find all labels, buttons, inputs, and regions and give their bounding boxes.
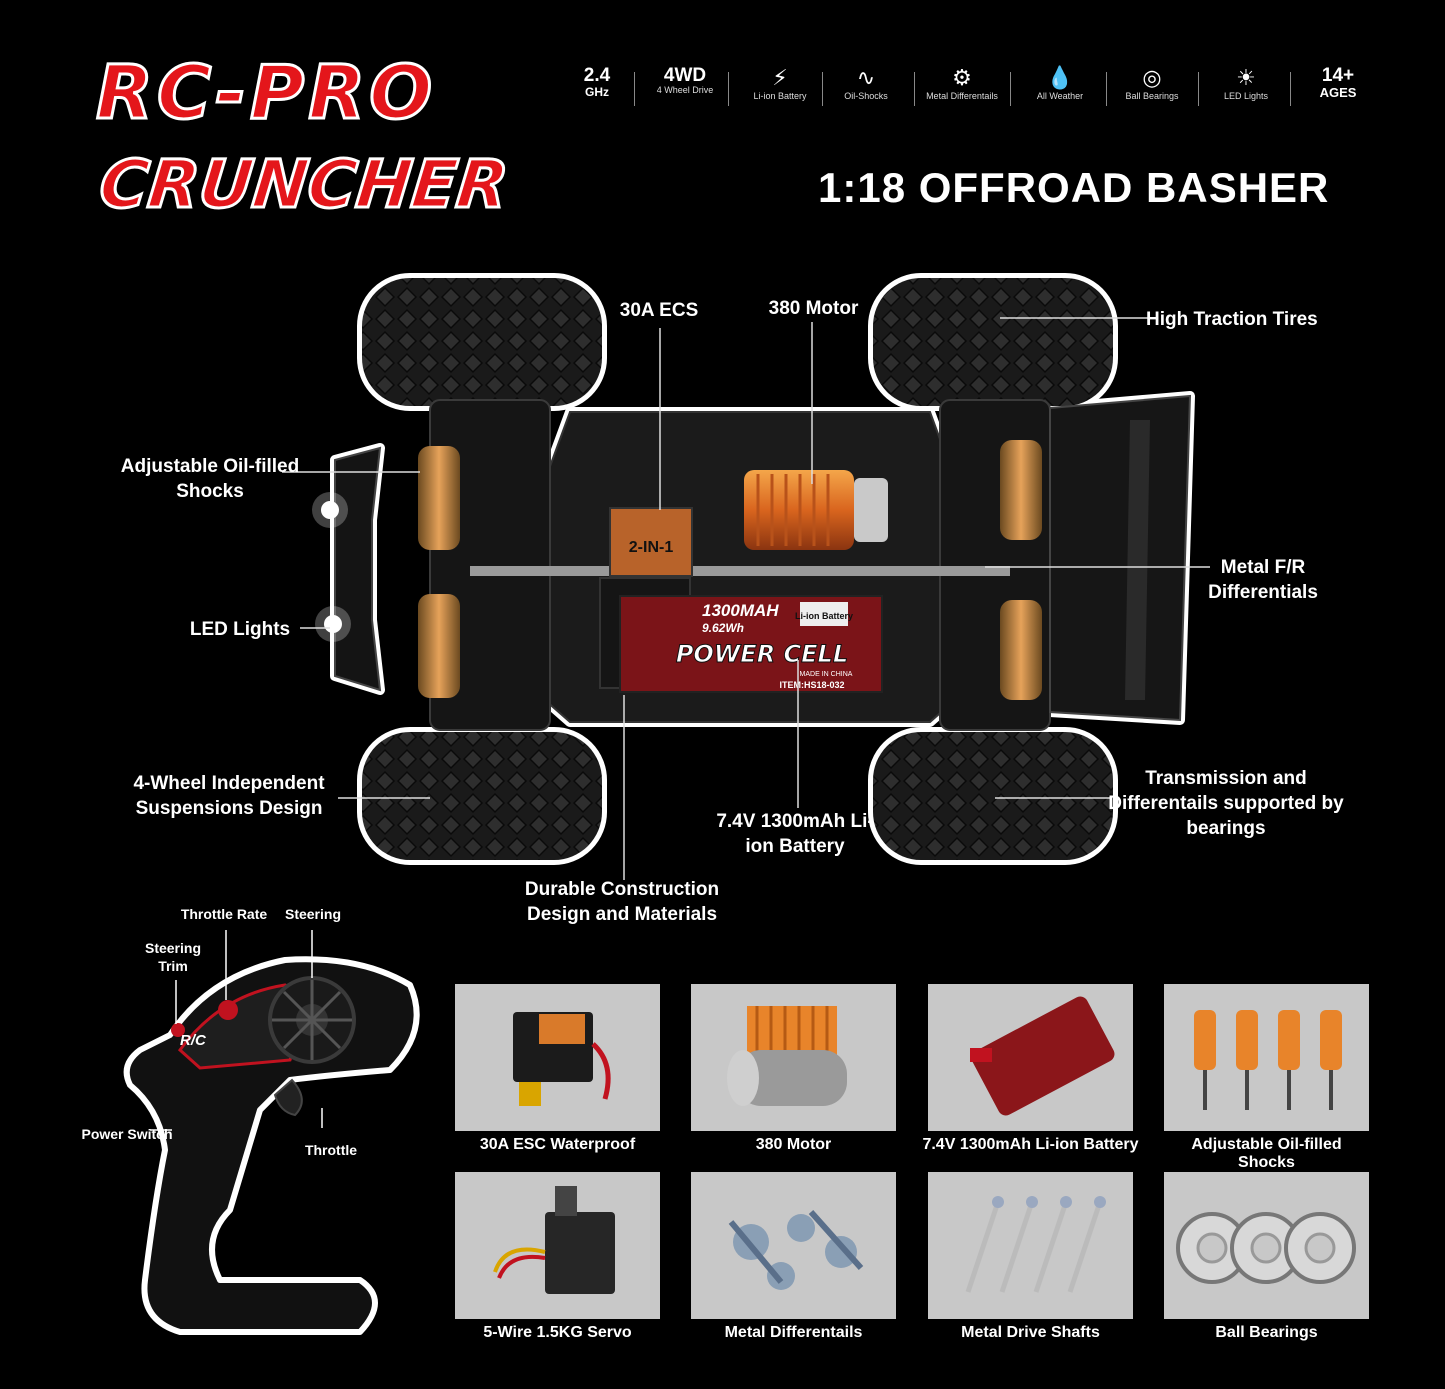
divider: [822, 72, 823, 106]
battery-made: MADE IN CHINA: [800, 671, 853, 678]
shock-rear-bottom: [1000, 600, 1042, 700]
led-light-top: [321, 501, 339, 519]
callout-transmission: Transmission and Differentails supported…: [1108, 768, 1344, 840]
part-card-motor: [691, 984, 896, 1131]
bulb-icon: ☀: [1236, 65, 1256, 90]
callout-construction: Durable Construction Design and Material…: [524, 879, 720, 926]
part-caption-battery: 7.4V 1300mAh Li-ion Battery: [922, 1136, 1139, 1153]
callout-battery: 7.4V 1300mAh Li-ion Battery: [716, 811, 874, 858]
callout-motor: 380 Motor: [768, 298, 859, 319]
callout-shocks: Adjustable Oil-filled Shocks: [120, 456, 300, 503]
feature-oil-shocks: ∿Oil-Shocks: [826, 66, 906, 101]
feature-ages: 14+AGES: [1319, 65, 1357, 100]
label-steering: Steering: [284, 906, 341, 922]
part-card-bearings: [1164, 1172, 1369, 1319]
steering-trim-knob: [171, 1023, 185, 1037]
battery-item: ITEM:HS18-032: [779, 680, 844, 690]
motor-image: [727, 1006, 847, 1106]
gear-icon: ⚙: [952, 65, 972, 90]
part-card-esc: [455, 984, 660, 1131]
part-card-battery: [928, 984, 1133, 1131]
bearings-image: [1176, 1212, 1356, 1284]
shock-front-top: [418, 446, 460, 550]
esc-image: [513, 1012, 611, 1106]
part-card-shocks: [1164, 984, 1369, 1131]
part-card-drive-shafts: [928, 1172, 1133, 1319]
divider: [1198, 72, 1199, 106]
battery-icon: ⚡: [772, 65, 788, 90]
battery-brand: POWER CELL: [676, 640, 848, 668]
rear-wing: [1049, 394, 1192, 722]
battery-capacity: 1300MAH: [702, 601, 779, 620]
transmitter-illustration: R/C: [123, 930, 420, 1335]
shock-rear-top: [1000, 440, 1042, 540]
divider: [1010, 72, 1011, 106]
part-caption-bearings: Ball Bearings: [1215, 1324, 1318, 1341]
divider: [634, 72, 635, 106]
part-caption-esc: 30A ESC Waterproof: [479, 1136, 636, 1153]
water-drop-icon: 💧: [1046, 65, 1074, 90]
callout-led: LED Lights: [189, 619, 291, 640]
brand-logo-line1: RC-PRO: [94, 50, 437, 136]
feature-all-weather: 💧All Weather: [1020, 66, 1100, 101]
throttle-rate-knob: [218, 1000, 238, 1020]
feature-metal-diff: ⚙Metal Differentails: [922, 66, 1002, 101]
part-card-differentials: [691, 1172, 896, 1319]
callout-esc: 30A ECS: [619, 300, 699, 321]
label-power-switch: Power Switch: [81, 1126, 173, 1142]
bearing-icon: ◎: [1142, 65, 1162, 90]
feature-led-lights: ☀LED Lights: [1206, 66, 1286, 101]
esc-label: 2-IN-1: [629, 539, 674, 556]
front-bumper: [334, 446, 382, 692]
tire-front-left: [362, 278, 602, 406]
tire: [362, 278, 1113, 860]
shock-icon: ∿: [856, 65, 876, 90]
tire-rear-right: [873, 732, 1113, 860]
callout-diff: Metal F/R Differentials: [1208, 557, 1318, 604]
battery-type: Li-ion Battery: [795, 611, 853, 621]
drive-shaft: [470, 566, 1010, 576]
shocks-image: [1194, 1010, 1342, 1110]
shock-front-bottom: [418, 594, 460, 698]
part-caption-motor: 380 Motor: [755, 1136, 832, 1153]
label-steering-trim: Steering Trim: [144, 940, 201, 974]
divider: [1290, 72, 1291, 106]
throttle-trigger: [273, 1078, 303, 1117]
motor-can: [854, 478, 888, 542]
label-throttle: Throttle: [304, 1142, 358, 1158]
part-caption-differentials: Metal Differentails: [724, 1324, 863, 1341]
divider: [1106, 72, 1107, 106]
esc-module: [609, 507, 693, 577]
feature-battery: ⚡Li-ion Battery: [740, 66, 820, 101]
servo-image: [493, 1186, 615, 1294]
page-subtitle: 1:18 OFFROAD BASHER: [818, 164, 1330, 211]
tire-front-right: [362, 732, 602, 860]
label-throttle-rate: Throttle Rate: [180, 906, 268, 922]
divider: [728, 72, 729, 106]
part-caption-servo: 5-Wire 1.5KG Servo: [483, 1324, 632, 1341]
divider: [914, 72, 915, 106]
battery-wh: 9.62Wh: [702, 621, 744, 635]
drive-shafts-image: [965, 1196, 1106, 1293]
callout-suspension: 4-Wheel Independent Suspensions Design: [133, 773, 325, 820]
differentials-image: [728, 1210, 864, 1290]
part-card-servo: [455, 1172, 660, 1319]
part-caption-drive-shafts: Metal Drive Shafts: [961, 1324, 1100, 1341]
feature-ball-bearings: ◎Ball Bearings: [1112, 66, 1192, 101]
transmitter-logo: R/C: [180, 1032, 207, 1049]
callout-tires: High Traction Tires: [1146, 309, 1318, 330]
battery-image: [970, 996, 1115, 1116]
part-caption-shocks: Adjustable Oil-filled Shocks: [1191, 1136, 1342, 1171]
tire-rear-left: [873, 278, 1113, 406]
